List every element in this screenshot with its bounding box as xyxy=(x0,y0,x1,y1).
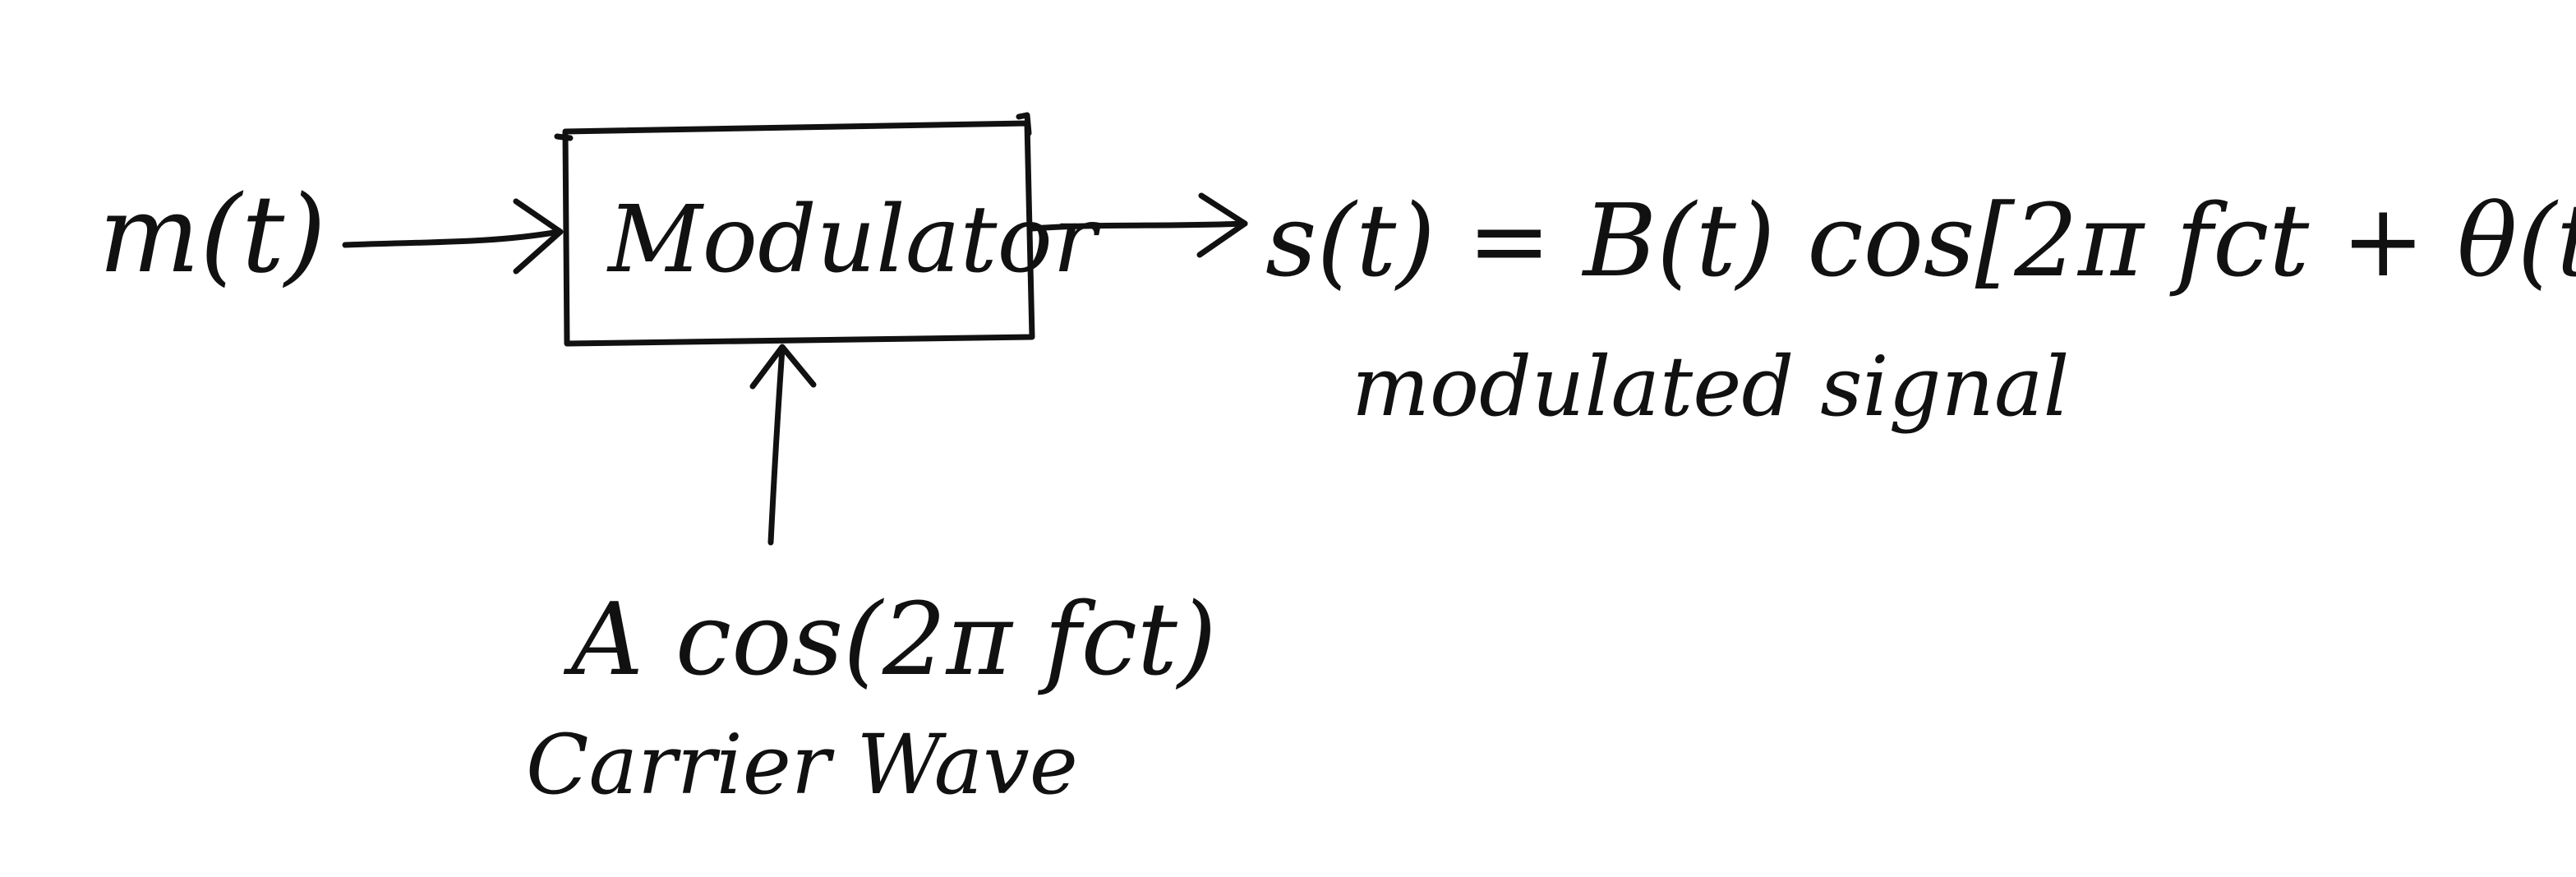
output-caption: modulated signal xyxy=(1352,339,2070,435)
carrier-equation: A cos(2π fct) xyxy=(563,581,1217,698)
input-signal-label: m(t) xyxy=(99,172,326,297)
output-arrow xyxy=(1029,192,1248,258)
input-arrow xyxy=(342,198,564,275)
modulator-label: Modulator xyxy=(606,187,1102,293)
output-equation: s(t) = B(t) cos[2π fct + θ(t)] xyxy=(1265,182,2576,299)
modulator-block xyxy=(554,112,1035,347)
carrier-caption: Carrier Wave xyxy=(526,717,1078,813)
carrier-arrow xyxy=(749,344,817,546)
